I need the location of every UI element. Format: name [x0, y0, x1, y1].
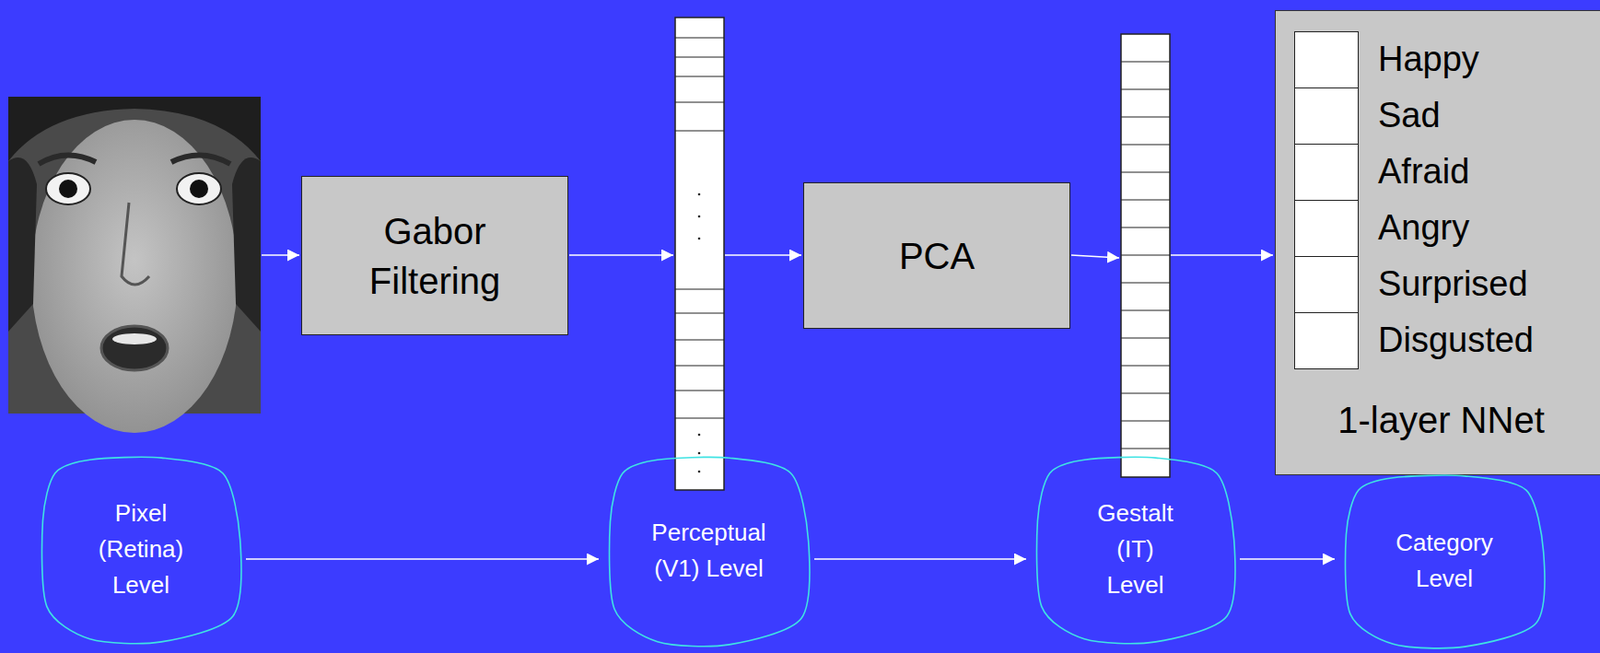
- eyebrow: [171, 154, 231, 164]
- emotion-label: Angry: [1378, 209, 1470, 248]
- hair: [8, 157, 37, 332]
- level-label: Gestalt (IT) Level: [1033, 454, 1238, 645]
- output-unit-square: [1294, 199, 1359, 257]
- level-name: Perceptual (V1) Level: [651, 514, 766, 587]
- gestalt-vector: [1121, 34, 1170, 478]
- eyebrow: [38, 154, 96, 164]
- output-unit: Angry: [1294, 199, 1470, 257]
- panel-title: 1-layer NNet: [1275, 397, 1600, 443]
- vector-column: [1121, 34, 1170, 478]
- output-unit: Sad: [1294, 87, 1441, 145]
- level-name: Pixel (Retina) Level: [98, 495, 184, 604]
- output-unit: Afraid: [1294, 143, 1470, 201]
- output-unit-square: [1294, 143, 1359, 201]
- face-photo: [8, 96, 261, 433]
- process-box: Gabor Filtering: [301, 175, 569, 336]
- level-outline: [606, 454, 812, 648]
- perceptual-vector: [675, 17, 725, 491]
- output-unit-square: [1294, 312, 1359, 370]
- process-label: Gabor Filtering: [333, 206, 537, 306]
- emotion-label: Happy: [1378, 40, 1480, 80]
- pupil: [189, 179, 209, 199]
- nose: [121, 202, 150, 285]
- output-unit-square: [1294, 87, 1359, 145]
- hair: [8, 96, 261, 162]
- process-label: PCA: [899, 231, 975, 281]
- output-unit: Surprised: [1294, 256, 1529, 314]
- level-arrow: [1239, 558, 1335, 561]
- level-label: Category Level: [1342, 472, 1547, 650]
- ellipsis-dots: [698, 193, 701, 474]
- level-arrow: [245, 558, 599, 561]
- output-unit: Happy: [1294, 31, 1480, 89]
- emotion-label: Sad: [1378, 96, 1441, 136]
- vector-cells: [1121, 61, 1170, 449]
- level-outline: [1342, 472, 1547, 650]
- emotion-label: Surprised: [1378, 265, 1529, 304]
- level-label: Pixel (Retina) Level: [38, 454, 244, 645]
- eye: [46, 173, 91, 205]
- open-mouth: [101, 326, 168, 371]
- level-outline-path: [42, 456, 242, 643]
- level-outline-path: [609, 456, 810, 646]
- hair: [232, 157, 261, 332]
- output-unit-square: [1294, 256, 1359, 314]
- level-outline-path: [1345, 475, 1545, 649]
- level-label: Perceptual (V1) Level: [606, 454, 812, 648]
- process-box: PCA: [803, 182, 1071, 329]
- level-outline-path: [1037, 456, 1236, 643]
- network-panel: 1-layer NNet HappySadAfraidAngrySurprised…: [1274, 10, 1600, 476]
- face-shape: [31, 119, 238, 433]
- output-unit: Disgusted: [1294, 312, 1534, 370]
- output-unit-square: [1294, 31, 1359, 89]
- emotion-label: Afraid: [1378, 152, 1470, 192]
- vector-cells: [675, 37, 725, 419]
- teeth: [112, 333, 157, 345]
- level-arrow: [814, 558, 1027, 561]
- vector-column: [675, 17, 725, 491]
- eye: [176, 173, 222, 205]
- pupil: [58, 179, 78, 199]
- level-name: Category Level: [1395, 525, 1494, 597]
- emotion-label: Disgusted: [1378, 321, 1534, 361]
- level-name: Gestalt (IT) Level: [1097, 495, 1173, 604]
